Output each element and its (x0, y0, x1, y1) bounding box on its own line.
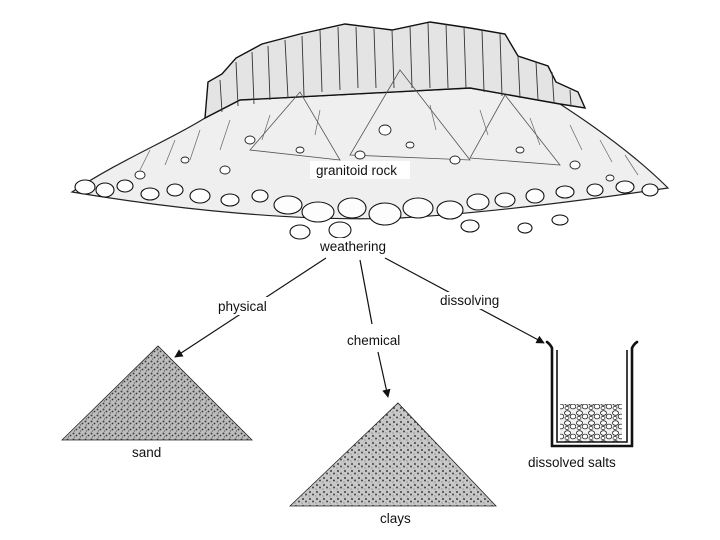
dissolving-label-backdrop (437, 292, 513, 309)
granitoid-rock-label: granitoid rock (316, 163, 397, 178)
sand-pile (61, 345, 253, 441)
beaker-illustration (545, 340, 639, 448)
chemical-label: chemical (347, 333, 400, 348)
rock-label-backdrop (310, 161, 410, 179)
sand-label: sand (132, 445, 161, 460)
physical-label-backdrop (216, 297, 276, 315)
dissolved-salts-label: dissolved salts (528, 455, 616, 470)
chemical-arrow-upper (359, 259, 373, 325)
chemical-label-backdrop (344, 332, 412, 350)
clays-label: clays (380, 511, 411, 526)
weathering-label: weathering (319, 239, 386, 254)
physical-label: physical (218, 299, 267, 314)
weathering-label-backdrop (316, 238, 400, 256)
dissolving-label: dissolving (440, 293, 499, 308)
granitoid-rock-illustration (70, 21, 670, 240)
chemical-arrow-lower (377, 351, 391, 398)
clay-pile (289, 402, 497, 507)
